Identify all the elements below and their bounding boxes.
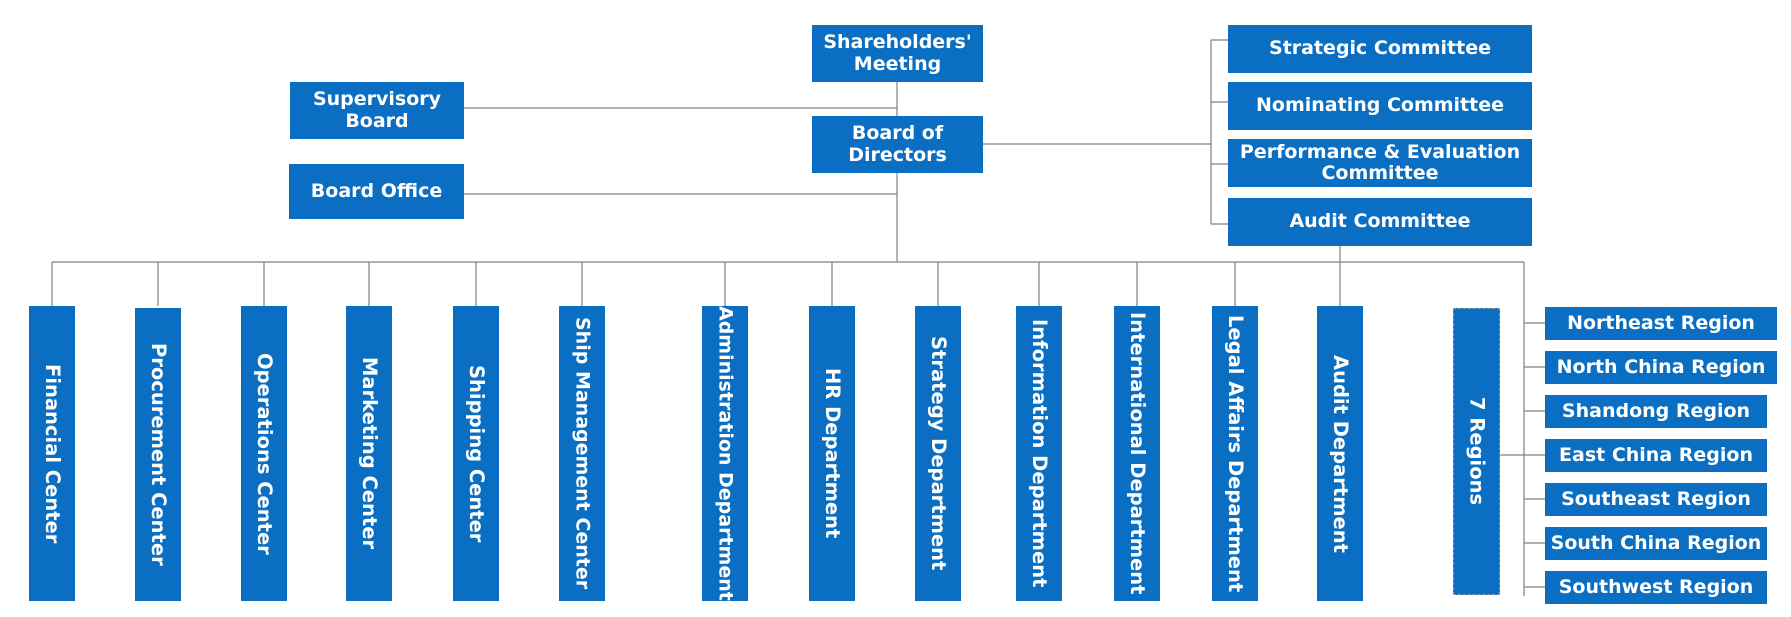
department-audit: Audit Department: [1317, 306, 1363, 601]
department-information: Information Department: [1016, 306, 1062, 601]
region-north-china: North China Region: [1545, 351, 1777, 384]
region-south-china: South China Region: [1545, 527, 1767, 560]
region-northeast: Northeast Region: [1545, 307, 1777, 340]
department-strategy: Strategy Department: [915, 306, 961, 601]
audit-committee-box: Audit Committee: [1228, 198, 1532, 246]
department-administration: Administration Department: [702, 306, 748, 601]
department-shipping-center: Shipping Center: [453, 306, 499, 601]
board-of-directors-box: Board of Directors: [812, 116, 983, 173]
region-southwest: Southwest Region: [1545, 571, 1767, 604]
supervisory-board-box: Supervisory Board: [290, 82, 464, 139]
shareholders-meeting-box: Shareholders' Meeting: [812, 25, 983, 82]
department-international: International Department: [1114, 306, 1160, 601]
department-legal-affairs: Legal Affairs Department: [1212, 306, 1258, 601]
strategic-committee-box: Strategic Committee: [1228, 25, 1532, 73]
nominating-committee-box: Nominating Committee: [1228, 82, 1532, 130]
region-southeast: Southeast Region: [1545, 483, 1767, 516]
department-financial-center: Financial Center: [29, 306, 75, 601]
region-shandong: Shandong Region: [1545, 395, 1767, 428]
department-marketing-center: Marketing Center: [346, 306, 392, 601]
board-office-box: Board Office: [289, 164, 464, 219]
department-hr: HR Department: [809, 306, 855, 601]
department-operations-center: Operations Center: [241, 306, 287, 601]
department-procurement-center: Procurement Center: [135, 308, 181, 601]
region-east-china: East China Region: [1545, 439, 1767, 472]
performance-evaluation-committee-box: Performance & Evaluation Committee: [1228, 139, 1532, 187]
department-ship-management-center: Ship Management Center: [559, 306, 605, 601]
seven-regions-box: 7 Regions: [1453, 308, 1500, 595]
